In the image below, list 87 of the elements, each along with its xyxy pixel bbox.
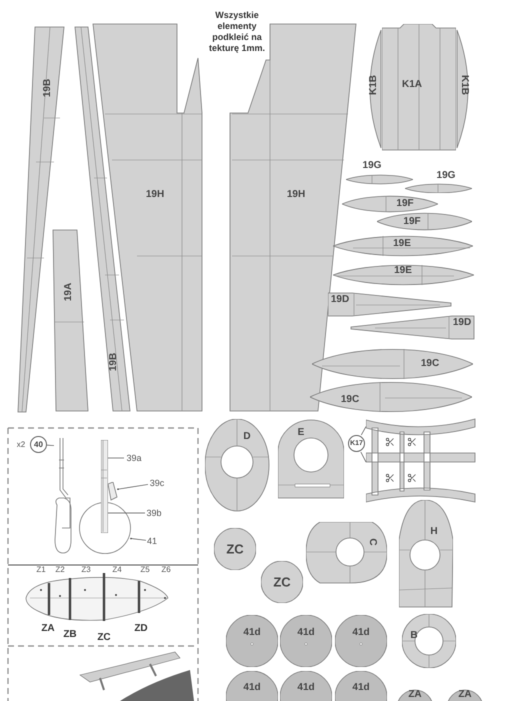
part-label: K1B — [459, 75, 469, 95]
cutout-part — [261, 561, 303, 603]
cutout-part — [399, 500, 453, 608]
cutout-part — [214, 528, 256, 570]
rib-label: Z1 — [36, 566, 46, 574]
callout-number: 40 — [30, 436, 47, 453]
cutout-part — [280, 615, 332, 667]
part-label: 41d — [352, 628, 370, 638]
cutout-part — [278, 419, 344, 499]
part-label: E — [298, 428, 304, 438]
cutout-part — [350, 315, 475, 340]
cutout-part — [333, 264, 474, 286]
part-label: 41d — [243, 628, 261, 638]
cutout-part — [342, 195, 438, 213]
instruction-note: Wszystkie elementy podkleić na tekturę 1mm. — [208, 10, 266, 54]
part-label: 19H — [146, 190, 164, 200]
leader-line — [46, 444, 54, 446]
leader-line — [130, 538, 146, 541]
part-label: 19B — [109, 352, 119, 372]
rib-label: Z6 — [161, 566, 171, 574]
quantity-label: x2 — [16, 441, 26, 449]
part-label: 19C — [340, 395, 360, 405]
part-label: K1A — [402, 80, 422, 90]
cutout-part — [312, 348, 473, 380]
callout-number: 39b — [145, 507, 163, 519]
part-label: C — [367, 538, 377, 546]
cutout-part — [226, 671, 278, 701]
part-label: 19A — [64, 282, 74, 302]
part-label: ZC — [226, 542, 244, 556]
part-label: 19E — [394, 266, 412, 276]
leader-line — [108, 512, 146, 514]
cutout-part — [335, 615, 387, 667]
part-label: 41d — [243, 683, 261, 693]
callout-number: 39c — [148, 477, 166, 489]
cutout-part — [366, 28, 382, 150]
part-label: 41d — [352, 683, 370, 693]
callout-number: 41 — [146, 535, 158, 547]
part-label: 19C — [420, 359, 440, 369]
part-label: 19D — [452, 318, 472, 328]
leader-line — [360, 452, 366, 462]
part-label: 19F — [396, 199, 414, 209]
cutout-part — [377, 212, 472, 231]
part-label: D — [243, 432, 251, 442]
leader-line — [360, 426, 366, 436]
rib-label: ZA — [41, 624, 55, 634]
frame-part-drawing — [366, 418, 476, 505]
rib-label: Z3 — [81, 566, 91, 574]
rib-label: Z4 — [112, 566, 122, 574]
part-label: H — [430, 527, 438, 537]
part-label: ZA — [408, 690, 422, 700]
part-label: 19G — [362, 161, 382, 171]
cutout-part — [397, 689, 433, 701]
cutout-part — [52, 229, 90, 412]
part-label: 19D — [330, 295, 350, 305]
rib-label: ZD — [134, 624, 148, 634]
rib-label: ZC — [97, 633, 111, 643]
cutout-part — [447, 689, 483, 701]
cutout-part — [280, 671, 332, 701]
cutout-part — [306, 522, 387, 584]
cutout-part — [335, 671, 387, 701]
rib-label: ZB — [63, 630, 77, 640]
part-label: 19H — [286, 190, 306, 200]
cutout-part — [402, 614, 456, 668]
part-label: K1B — [369, 75, 379, 95]
cutout-part — [226, 615, 278, 667]
cutout-part — [328, 292, 452, 317]
cutout-part — [405, 170, 472, 193]
callout-number: 39a — [124, 452, 144, 464]
part-label: 19G — [436, 171, 456, 181]
cutout-part — [333, 235, 473, 257]
part-label: 41d — [297, 683, 315, 693]
part-label: ZA — [458, 690, 472, 700]
part-label: 41d — [297, 628, 315, 638]
part-label: ZC — [273, 576, 291, 588]
part-label: 19B — [43, 78, 53, 98]
part-label: B — [410, 631, 418, 641]
cutout-part — [346, 160, 413, 185]
cutout-part — [310, 381, 472, 413]
cutout-part — [205, 419, 270, 512]
cutout-part — [456, 28, 472, 150]
rib-label: Z5 — [140, 566, 150, 574]
part-label: 19F — [403, 217, 421, 227]
rib-label: Z2 — [55, 566, 65, 574]
leader-line — [117, 484, 148, 490]
part-label: 19E — [393, 239, 411, 249]
wheel-drawing — [79, 502, 131, 554]
landing-gear-drawing — [54, 437, 73, 554]
